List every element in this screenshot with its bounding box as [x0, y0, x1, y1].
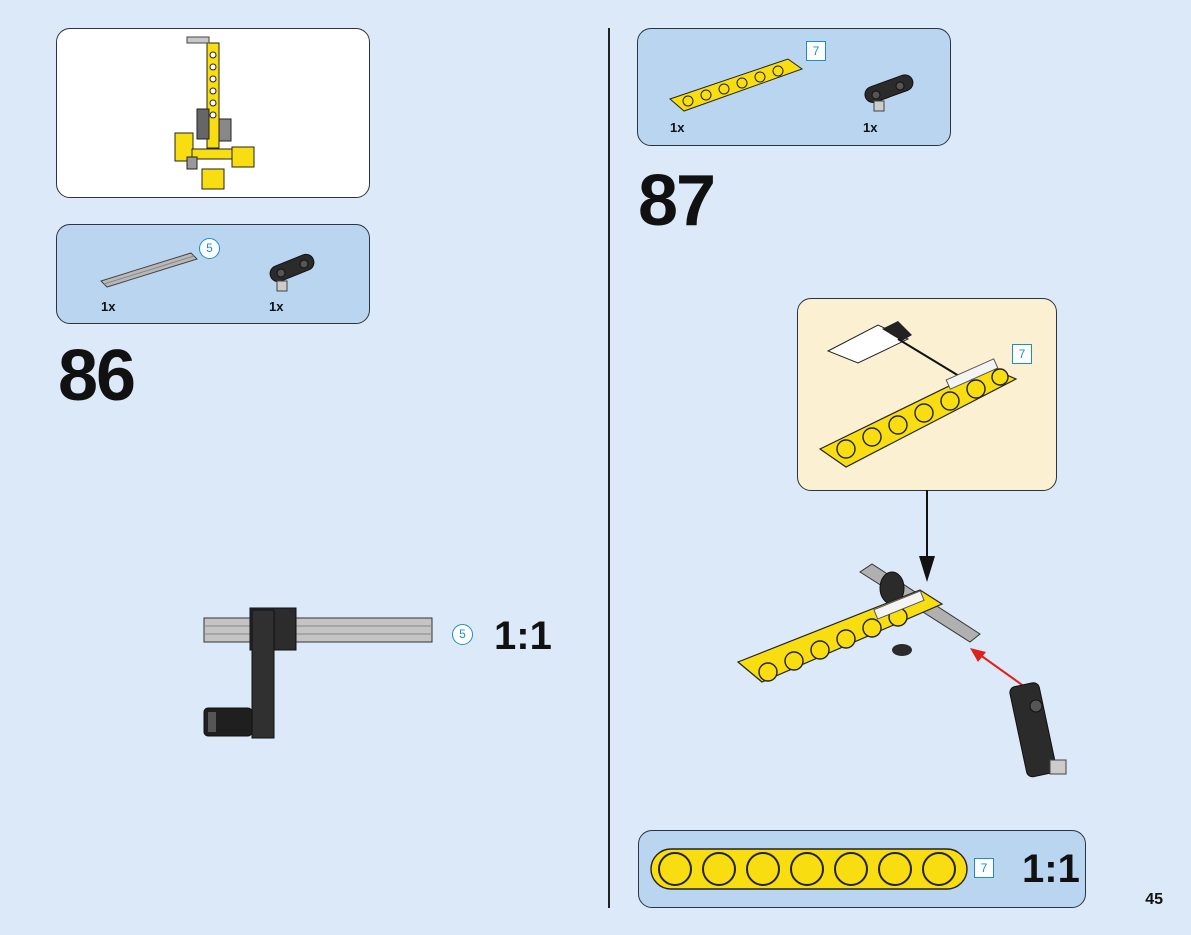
- page-number: 45: [1145, 891, 1163, 908]
- sticker-application-image: [818, 321, 1018, 468]
- step-number-87: 87: [638, 161, 716, 241]
- beam-length-badge: 7: [806, 41, 826, 61]
- axle-part-image: [100, 252, 315, 292]
- step-87-assembly-image: [736, 563, 1067, 778]
- beam-scale-image: [650, 848, 968, 890]
- parts-callout-step-86: 5 1x 1x: [56, 224, 370, 324]
- step-number-86: 86: [58, 336, 136, 416]
- step-86-assembly-image: [203, 607, 433, 739]
- step-86-scale-badge: 5: [452, 624, 473, 645]
- connector-quantity-87: 1x: [863, 120, 878, 135]
- axle-quantity: 1x: [101, 299, 116, 314]
- connector-quantity: 1x: [269, 299, 284, 314]
- page-column-divider: [608, 28, 610, 908]
- parts-callout-step-87: 7 1x 1x: [637, 28, 951, 146]
- step-86-scale-label: 1:1: [494, 614, 552, 658]
- model-preview-panel: [56, 28, 370, 198]
- insert-direction-arrow: [919, 490, 935, 582]
- axle-length-badge: 5: [199, 238, 220, 259]
- step-87-scale-callout: 7 1:1: [638, 830, 1086, 908]
- sticker-callout-badge: 7: [1012, 344, 1032, 364]
- step-87-scale-badge: 7: [974, 858, 994, 878]
- beam-quantity: 1x: [670, 120, 685, 135]
- model-preview-image: [174, 36, 255, 190]
- beam-part-image: [669, 58, 914, 112]
- sticker-sub-callout: 7: [797, 298, 1057, 491]
- step-87-scale-label: 1:1: [1022, 847, 1080, 891]
